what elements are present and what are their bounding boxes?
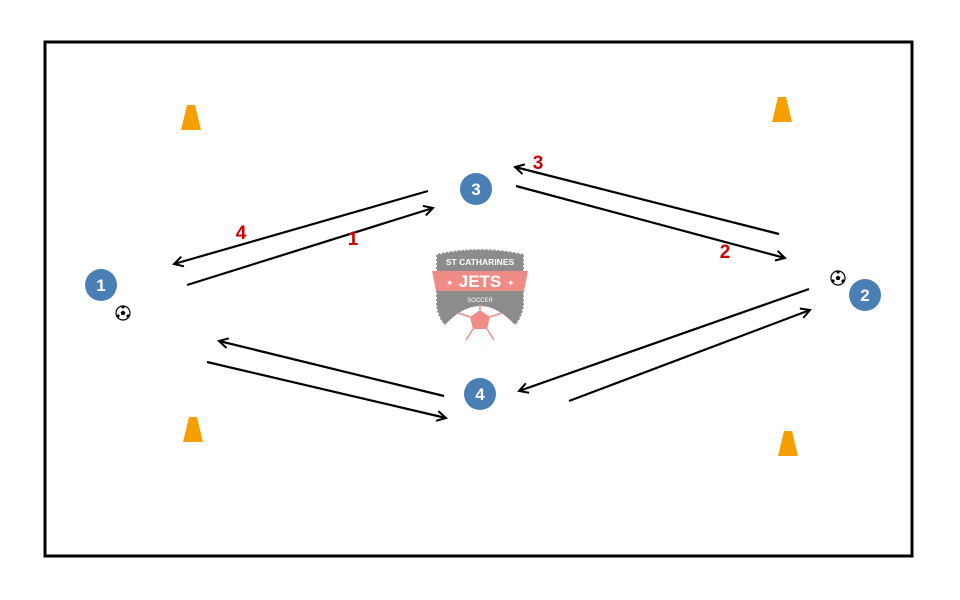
pass-arrow [174, 189, 429, 264]
pass-arrow [186, 208, 433, 287]
club-logo: ST CATHARINES JETS ✦ ✦ SOCCER [432, 248, 528, 350]
pass-label-1: 1 [348, 229, 359, 250]
cone-icon [181, 105, 201, 130]
soccer-ball-icon [830, 270, 846, 286]
logo-top-text: ST CATHARINES [446, 257, 515, 267]
cone-icon [183, 417, 203, 442]
pass-arrow [206, 360, 446, 418]
pass-label-3: 3 [533, 153, 544, 174]
logo-bottom-text: SOCCER [467, 298, 493, 304]
player-number: 3 [471, 180, 480, 199]
pass-arrow [568, 310, 810, 403]
pass-arrow [519, 287, 810, 391]
maple-leaf-icon: ✦ [446, 278, 454, 288]
pass-labels: 1 2 3 4 [236, 153, 731, 263]
player-4: 4 [464, 378, 496, 410]
pass-arrow [515, 167, 780, 236]
cone-icon [778, 431, 798, 456]
player-3: 3 [460, 173, 492, 205]
player-2: 2 [849, 279, 881, 311]
pass-arrow [219, 341, 445, 398]
pass-label-2: 2 [720, 242, 731, 263]
pass-arrow [515, 184, 785, 258]
cones [181, 97, 798, 456]
soccer-ball-icon [115, 305, 131, 321]
player-number: 1 [96, 276, 105, 295]
pass-arrows [174, 167, 810, 418]
player-number: 4 [475, 385, 485, 404]
players: 1 2 3 4 [85, 173, 881, 410]
player-1: 1 [85, 269, 117, 301]
logo-main-text: JETS [459, 272, 502, 291]
player-number: 2 [860, 286, 869, 305]
cone-icon [772, 97, 792, 122]
maple-leaf-icon: ✦ [507, 278, 515, 288]
balls [115, 270, 846, 321]
pass-label-4: 4 [236, 223, 247, 244]
